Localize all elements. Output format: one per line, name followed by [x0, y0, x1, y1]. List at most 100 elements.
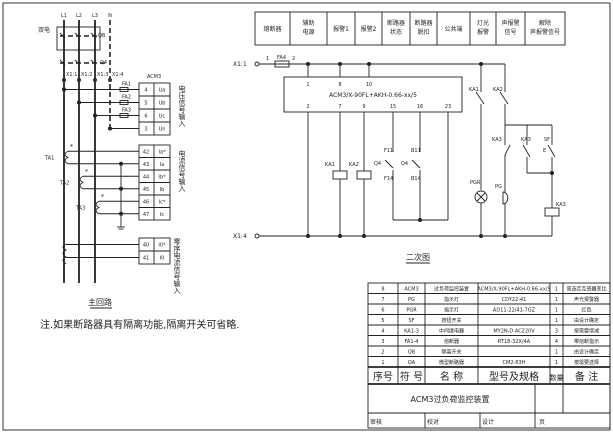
- pin-number: 7: [338, 104, 341, 110]
- bom-cell: 红色: [581, 307, 591, 314]
- function-table-line: 断路器: [414, 19, 432, 27]
- relay-coil-icon: [356, 170, 372, 180]
- pin-number: 5: [144, 101, 147, 107]
- function-table-line: 报警: [477, 28, 489, 36]
- terminal-icon: [62, 78, 66, 82]
- junction-dot: [108, 126, 112, 131]
- relay-label: KA1: [469, 87, 479, 93]
- terminal-label: X1:3: [97, 72, 108, 78]
- junction-dot: [418, 218, 422, 222]
- signal-name: Ib*: [158, 174, 166, 180]
- bom-cell: 由设计确定: [574, 349, 599, 356]
- function-table-cell: 报警2: [361, 25, 377, 33]
- signal-name: Uc: [159, 114, 166, 120]
- function-table-cell: 解除声报警信号: [530, 19, 560, 36]
- bom-cell: 需选定互感器变比: [566, 286, 606, 293]
- terminal-icon: [254, 61, 260, 67]
- q4-label: Q4: [100, 60, 107, 66]
- bom-cell: 4: [381, 329, 384, 335]
- bom-cell: 1: [381, 360, 384, 366]
- bom-cell: 7: [381, 297, 384, 303]
- fuse-icon: [119, 100, 129, 105]
- signal-name: Ua: [159, 88, 166, 94]
- ct-label: TA3: [75, 206, 85, 212]
- bom-cell: 5: [381, 318, 384, 324]
- junction-dot: [503, 234, 507, 238]
- wire: [522, 144, 531, 158]
- signal-name: Ic: [160, 212, 164, 218]
- relay-coil-icon: [332, 170, 348, 180]
- footer-label: 校对: [427, 418, 439, 426]
- pin-number: 1: [306, 82, 309, 88]
- junction-dot: [93, 113, 97, 118]
- fuse-icon: [119, 87, 129, 92]
- relay-coil-icon: [544, 207, 560, 217]
- pin-number: 15: [390, 104, 396, 110]
- function-table-line: 辅助: [302, 19, 314, 27]
- function-table-line: 报警1: [333, 25, 349, 33]
- bom-cell: 指示灯: [444, 307, 459, 314]
- bom-cell: RT18-32X/4A: [498, 339, 531, 345]
- signal-name: I0: [160, 256, 165, 262]
- fuse-label: FA2: [122, 95, 131, 101]
- qb-box: [56, 26, 101, 51]
- terminal-icon: [108, 78, 112, 82]
- junction-dot: [362, 234, 366, 238]
- bom-cell: 隔离开关: [441, 349, 461, 356]
- junction-dot: [306, 234, 310, 238]
- signal-name: Ic*: [159, 199, 166, 205]
- terminal-label: X1:4: [233, 233, 247, 240]
- bom-cell: KA1-3: [404, 329, 419, 335]
- function-table-line: 声报警信号: [530, 28, 560, 36]
- bom-cell: CDY22-41: [502, 297, 527, 303]
- lamp-label: PGR: [470, 180, 481, 186]
- note-text: 注.如果断路器具有隔离功能,隔离开关可省略.: [40, 318, 240, 331]
- fuse-label: FA1: [122, 82, 131, 88]
- terminal-label: X1:1: [233, 61, 247, 68]
- signal-name: Ib: [160, 187, 165, 193]
- bom-cell: 过负荷监控装置: [434, 286, 469, 293]
- wire: [476, 192, 486, 202]
- ct-label: TA1: [44, 156, 54, 162]
- pin-number: 23: [445, 104, 451, 110]
- pin-number: 47: [143, 212, 149, 218]
- function-table-line: 公共端: [444, 25, 462, 33]
- polarity-mark: *: [101, 193, 104, 200]
- switch-label: SF: [544, 137, 550, 143]
- bom-cell: QA: [408, 360, 416, 366]
- relay-label: KA3: [521, 137, 531, 143]
- secondary-title: 二次图: [406, 252, 430, 262]
- contact-label: F14: [384, 176, 393, 182]
- fuse-icon: [274, 60, 290, 68]
- bom-title: ACM3过负荷监控装置: [411, 394, 490, 404]
- bom-cell: 2: [381, 350, 384, 356]
- bom-cell: ACM3: [404, 287, 418, 293]
- bom-cell: CM2-63H: [503, 360, 526, 366]
- function-table-line: 声报警: [501, 19, 519, 27]
- bom-header: 数量: [550, 373, 564, 382]
- bom-cell: 4: [555, 339, 558, 345]
- function-table-line: 信号: [504, 28, 516, 36]
- bom-cell: 1: [555, 297, 558, 303]
- pin-number: 9: [362, 104, 365, 110]
- bom-cell: 1: [555, 308, 558, 314]
- zero-input-label: 零序电流信号输入: [173, 238, 181, 294]
- relay-label: KA3: [556, 202, 566, 208]
- zero-ct-coil-icon: [62, 243, 68, 265]
- ct-coil-icon: [95, 200, 100, 215]
- bom-cell: 微型断路器: [439, 359, 464, 366]
- bom-cell: 声光报警器: [574, 296, 599, 303]
- bom-cell: ACM3/X-90FL+AKH-0.66-xx/5: [477, 287, 550, 293]
- pin-number: 43: [143, 162, 149, 168]
- q4-label: Q4: [401, 161, 408, 167]
- pin-number: 10: [366, 82, 372, 88]
- switch-label: E: [543, 148, 546, 154]
- function-table-cell: 声报警信号: [501, 19, 519, 36]
- junction-dot: [77, 100, 81, 105]
- bom-cell: 3: [381, 339, 384, 345]
- pin-number: 3: [144, 127, 147, 133]
